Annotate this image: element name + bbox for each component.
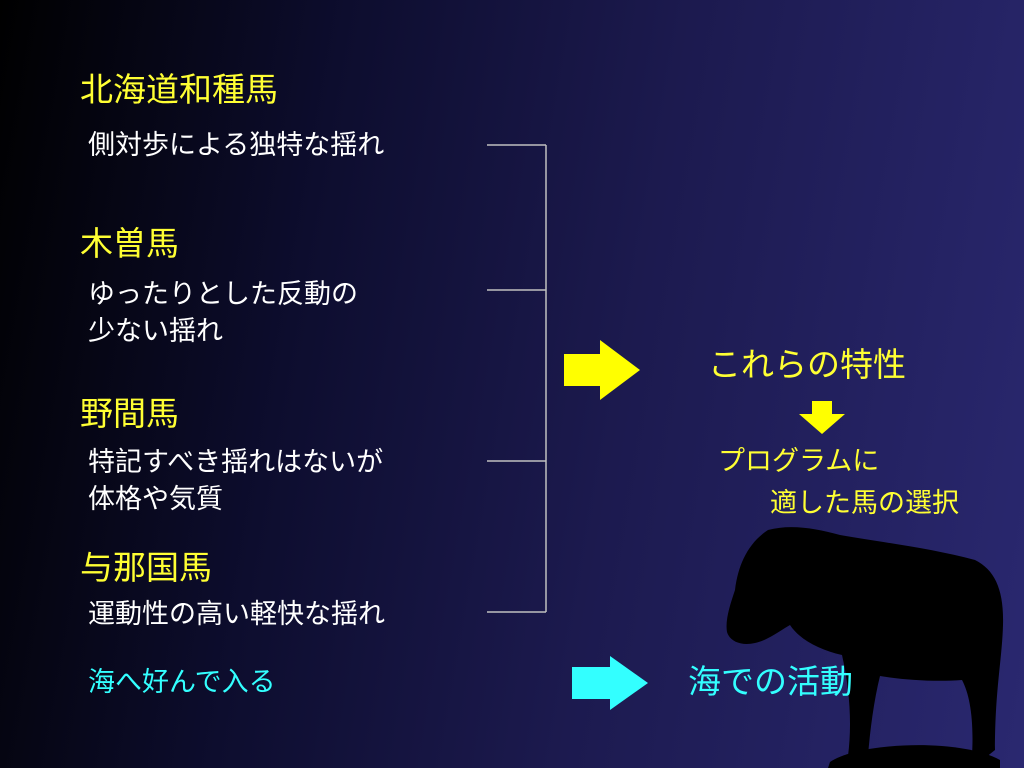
down-arrow-icon: [799, 401, 845, 434]
breed-desc-hokkaido: 側対歩による独特な揺れ: [88, 127, 384, 164]
sea-note: 海へ好んで入る: [88, 667, 276, 698]
right-arrow-icon: [564, 340, 640, 400]
breed-name-yonaguni: 与那国馬: [80, 548, 212, 587]
breed-desc-kiso: ゆったりとした反動の 少ない揺れ: [88, 276, 358, 350]
selection-line-1: プログラムに: [718, 446, 880, 477]
breed-desc-line: 少ない揺れ: [88, 316, 223, 347]
bracket-connector: [487, 144, 547, 613]
breed-desc-line: ゆったりとした反動の: [88, 279, 358, 310]
breed-name-kiso: 木曽馬: [80, 224, 179, 263]
breed-desc-line: 特記すべき揺れはないが: [88, 447, 384, 478]
breed-desc-yonaguni: 運動性の高い軽快な揺れ: [88, 596, 385, 633]
breed-desc-line: 側対歩による独特な揺れ: [88, 130, 385, 161]
breed-name-noma: 野間馬: [80, 394, 179, 433]
breed-desc-line: 運動性の高い軽快な揺れ: [88, 599, 385, 630]
breed-name-hokkaido: 北海道和種馬: [80, 70, 278, 109]
sea-activity: 海での活動: [688, 662, 853, 701]
breed-desc-noma: 特記すべき揺れはないが 体格や気質: [88, 444, 383, 518]
right-arrow-icon: [572, 656, 648, 710]
selection-line-2: 適した馬の選択: [770, 488, 959, 519]
horse-silhouette-icon: [726, 527, 1004, 768]
breed-desc-line: 体格や気質: [88, 484, 223, 515]
traits-label: これらの特性: [708, 345, 906, 384]
